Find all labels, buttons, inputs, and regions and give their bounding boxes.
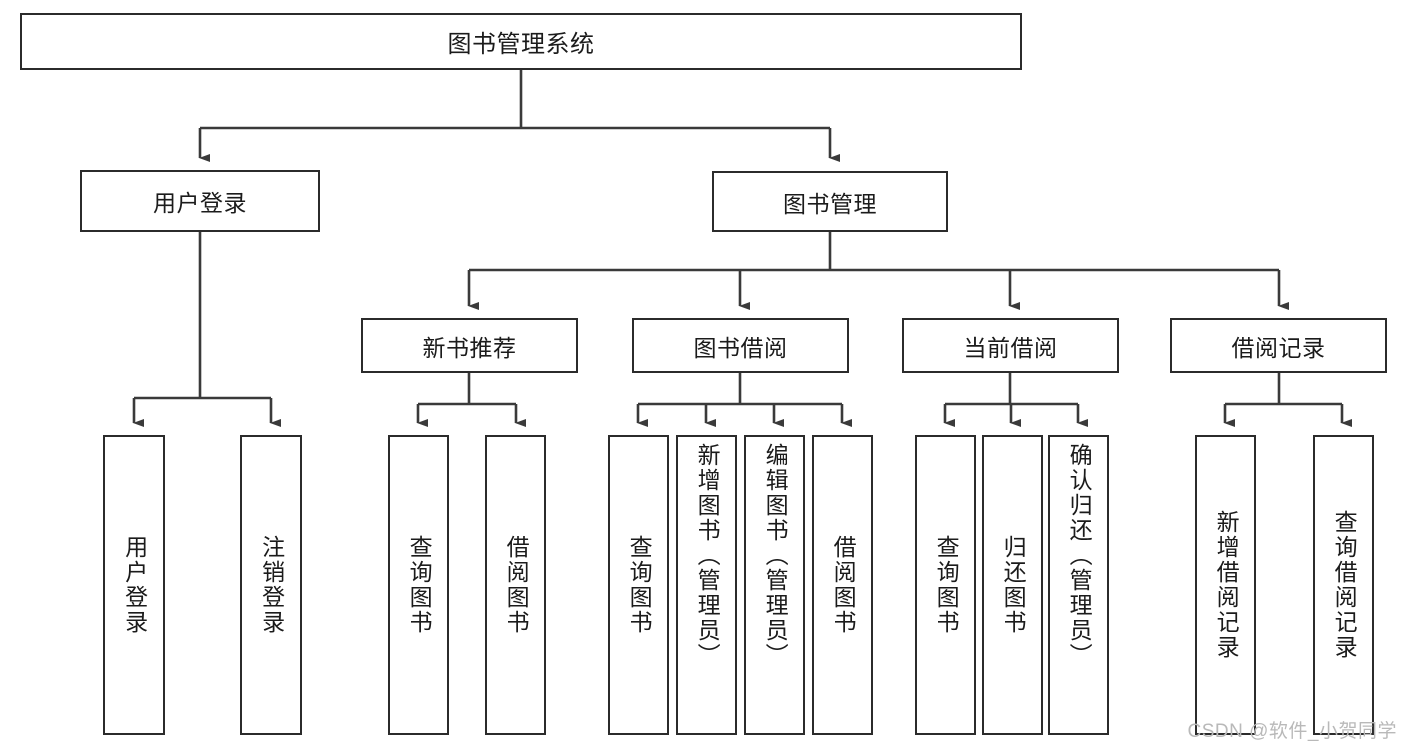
- node-leaf-edit-book[interactable]: 编辑图书（管理员）: [744, 435, 805, 735]
- watermark-text: CSDN @软件_小贺同学: [1187, 721, 1397, 742]
- node-borrow-record[interactable]: 借阅记录: [1170, 318, 1387, 373]
- node-label: 查询图书: [406, 535, 433, 635]
- node-leaf-query-book-2[interactable]: 查询图书: [608, 435, 669, 735]
- node-leaf-return-book[interactable]: 归还图书: [982, 435, 1043, 735]
- node-label: 归还图书: [1000, 535, 1027, 635]
- node-label: 确认归还（管理员）: [1066, 443, 1093, 668]
- node-leaf-add-book[interactable]: 新增图书（管理员）: [676, 435, 737, 735]
- node-label: 借阅图书: [830, 535, 857, 635]
- node-leaf-user-logout[interactable]: 注销登录: [240, 435, 302, 735]
- node-leaf-query-record[interactable]: 查询借阅记录: [1313, 435, 1374, 735]
- node-leaf-query-book-1[interactable]: 查询图书: [388, 435, 449, 735]
- node-label: 借阅图书: [503, 535, 530, 635]
- node-label: 查询图书: [933, 535, 960, 635]
- node-label: 图书借阅: [693, 334, 788, 361]
- node-leaf-query-book-3[interactable]: 查询图书: [915, 435, 976, 735]
- node-leaf-confirm-return[interactable]: 确认归还（管理员）: [1048, 435, 1109, 735]
- node-label: 新增借阅记录: [1213, 510, 1240, 660]
- node-book-borrow[interactable]: 图书借阅: [632, 318, 849, 373]
- node-label: 新增图书（管理员）: [694, 443, 721, 668]
- node-label: 注销登录: [258, 535, 285, 635]
- node-label: 当前借阅: [963, 334, 1058, 361]
- node-label: 新书推荐: [422, 334, 517, 361]
- node-new-book-rec[interactable]: 新书推荐: [361, 318, 578, 373]
- node-current-borrow[interactable]: 当前借阅: [902, 318, 1119, 373]
- node-book-manage[interactable]: 图书管理: [712, 171, 948, 232]
- node-label: 查询借阅记录: [1331, 510, 1358, 660]
- node-label: 编辑图书（管理员）: [762, 443, 789, 668]
- node-label: 查询图书: [626, 535, 653, 635]
- node-label: 用户登录: [153, 190, 247, 216]
- node-leaf-borrow-book-1[interactable]: 借阅图书: [485, 435, 546, 735]
- node-leaf-user-login[interactable]: 用户登录: [103, 435, 165, 735]
- node-label: 用户登录: [121, 535, 148, 635]
- node-label: 借阅记录: [1231, 334, 1326, 361]
- node-user-login[interactable]: 用户登录: [80, 170, 320, 232]
- node-label: 图书管理系统: [447, 31, 595, 58]
- node-label: 图书管理: [783, 190, 877, 217]
- node-leaf-borrow-book-2[interactable]: 借阅图书: [812, 435, 873, 735]
- node-leaf-add-record[interactable]: 新增借阅记录: [1195, 435, 1256, 735]
- node-root-system[interactable]: 图书管理系统: [20, 13, 1022, 70]
